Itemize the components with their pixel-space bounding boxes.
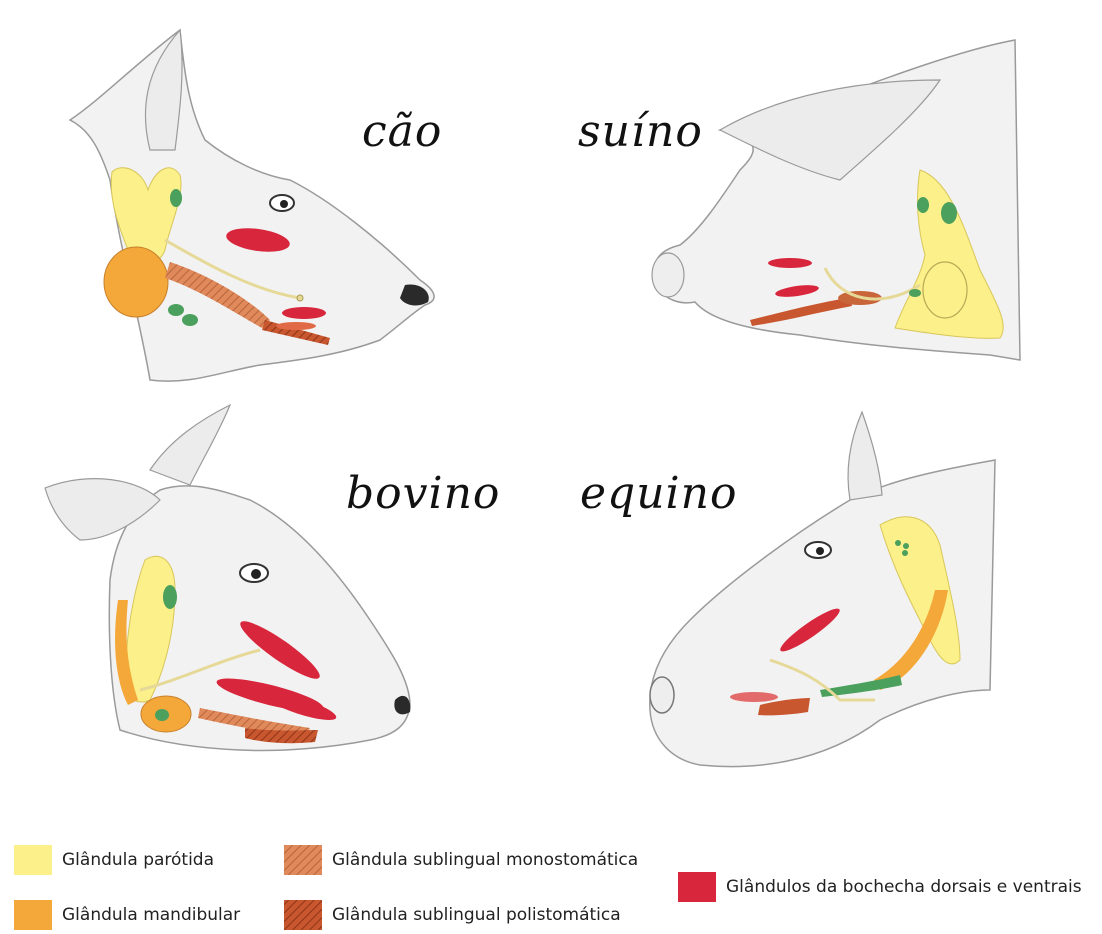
dog-head [70, 30, 434, 381]
cow-horn [150, 405, 230, 485]
pig-buccal-dorsal [768, 258, 812, 268]
species-label-pig: suíno [578, 106, 703, 157]
species-label-cow: bovino [346, 468, 500, 519]
legend-label: Glândulos da bochecha dorsais e ventrais [726, 877, 1082, 897]
dog-buccal-ventral [282, 307, 326, 319]
legend-item-parotid: Glândula parótida [14, 845, 214, 875]
species-label-horse: equino [580, 468, 737, 519]
legend-item-mandibular: Glândula mandibular [14, 900, 240, 930]
legend-label: Glândula parótida [62, 850, 214, 870]
pig-head [652, 40, 1020, 360]
horse-nostril [650, 677, 674, 713]
legend-label: Glândula mandibular [62, 905, 240, 925]
horse-buccal-ventral [730, 692, 778, 702]
legend-item-sublingual-poly: Glândula sublingual polistomática [284, 900, 621, 930]
legend-item-buccal: Glândulos da bochecha dorsais e ventrais [678, 872, 1082, 902]
species-label-dog: cão [362, 106, 442, 157]
legend-item-sublingual-mono: Glândula sublingual monostomática [284, 845, 638, 875]
horse-ear [848, 412, 882, 500]
legend-label: Glândula sublingual monostomática [332, 850, 638, 870]
pig-snout [652, 253, 684, 297]
dog-mandibular [104, 247, 168, 317]
cow-head [45, 405, 410, 751]
pig-mandibular [923, 262, 967, 318]
legend-label: Glândula sublingual polistomática [332, 905, 621, 925]
horse-head [650, 412, 995, 767]
